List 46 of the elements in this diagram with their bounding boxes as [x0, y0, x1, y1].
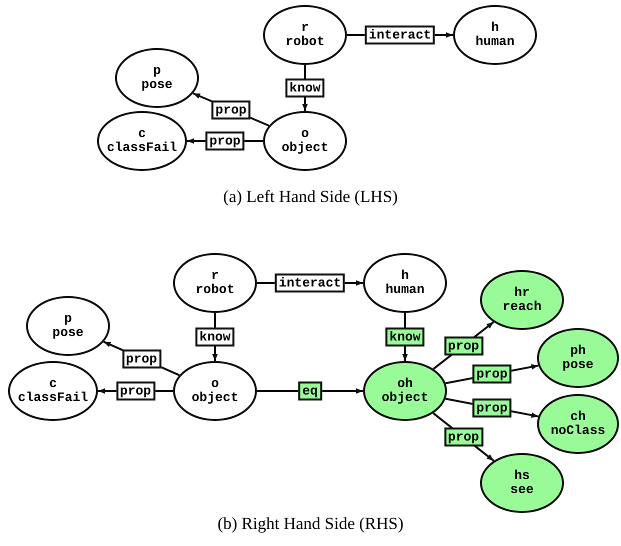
- node-id: p: [153, 64, 161, 78]
- figure-caption: (b) Right Hand Side (RHS): [216, 514, 405, 534]
- node-id: ph: [570, 344, 586, 358]
- node-name: pose: [141, 78, 173, 92]
- node-name: pose: [562, 358, 594, 372]
- node-id: c: [49, 377, 57, 391]
- node-id: o: [301, 127, 309, 141]
- edge-label: prop: [205, 132, 245, 150]
- node-name: noClass: [550, 424, 606, 438]
- node-name: human: [475, 35, 514, 49]
- node-id: c: [138, 127, 146, 141]
- node-id: oh: [397, 377, 413, 391]
- node-id: p: [64, 312, 72, 326]
- edge-label: interact: [364, 26, 436, 44]
- node-name: pose: [52, 326, 84, 340]
- node-name: human: [385, 283, 424, 297]
- node-id: hs: [514, 469, 530, 483]
- node-name: robot: [285, 35, 324, 49]
- node-name: see: [510, 483, 534, 497]
- figure-caption: (a) Left Hand Side (LHS): [222, 187, 399, 207]
- edge-label: prop: [211, 100, 251, 119]
- edge-label: know: [285, 78, 325, 98]
- node-name: classFail: [18, 391, 88, 405]
- edge-label: know: [195, 328, 235, 346]
- node-name: object: [382, 391, 428, 405]
- node-id: r: [211, 269, 219, 283]
- edge-label: know: [385, 328, 425, 346]
- node-id: h: [401, 269, 409, 283]
- edge-label: prop: [444, 428, 484, 446]
- node-id: h: [491, 21, 499, 35]
- node-id: hr: [514, 286, 530, 300]
- node-name: object: [282, 141, 328, 155]
- edge-label: eq: [298, 382, 322, 400]
- edge-label: prop: [472, 398, 512, 418]
- edge-label: interact: [274, 274, 346, 292]
- edge-label: prop: [444, 336, 484, 355]
- node-id: o: [211, 377, 219, 391]
- node-id: r: [301, 21, 309, 35]
- node-name: object: [192, 391, 238, 405]
- edge-label: prop: [472, 364, 512, 384]
- node-name: robot: [195, 283, 234, 297]
- node-name: classFail: [106, 141, 178, 155]
- edge-label: prop: [116, 382, 156, 400]
- node-id: ch: [570, 410, 586, 424]
- node-name: reach: [502, 300, 542, 314]
- edge-label: prop: [122, 349, 162, 368]
